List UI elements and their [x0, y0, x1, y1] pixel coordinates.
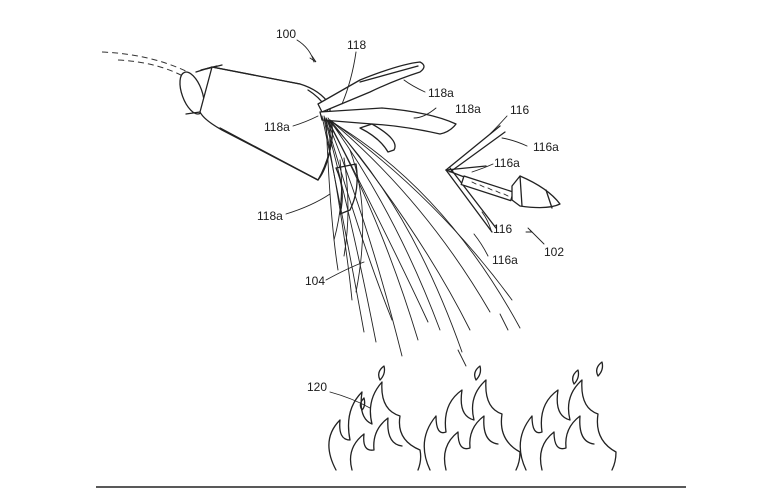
label-116a-2: 116a [494, 156, 520, 170]
label-120: 120 [307, 380, 327, 394]
label-116a-3: 116a [492, 253, 518, 267]
label-116a-1: 116a [533, 140, 559, 154]
label-104: 104 [305, 274, 325, 288]
projectile-body [179, 64, 334, 181]
label-118a-1: 118a [428, 86, 454, 100]
leader-lines [285, 39, 545, 409]
label-116-top: 116 [510, 103, 529, 117]
label-118a-3: 118a [264, 120, 290, 134]
label-118a-2: 118a [455, 102, 481, 116]
reference-labels: 100 118 118a 118a 118a 118a 116 116a 116… [257, 27, 564, 394]
label-118: 118 [347, 38, 366, 52]
label-100: 100 [276, 27, 296, 41]
label-102: 102 [544, 245, 564, 259]
dart-assembly [445, 125, 561, 233]
trajectory-lines [101, 51, 191, 81]
flames [328, 361, 617, 471]
label-116-bot: 116 [493, 222, 512, 236]
water-spray [321, 115, 521, 367]
petal-flaps [317, 61, 457, 215]
label-118a-4: 118a [257, 209, 283, 223]
